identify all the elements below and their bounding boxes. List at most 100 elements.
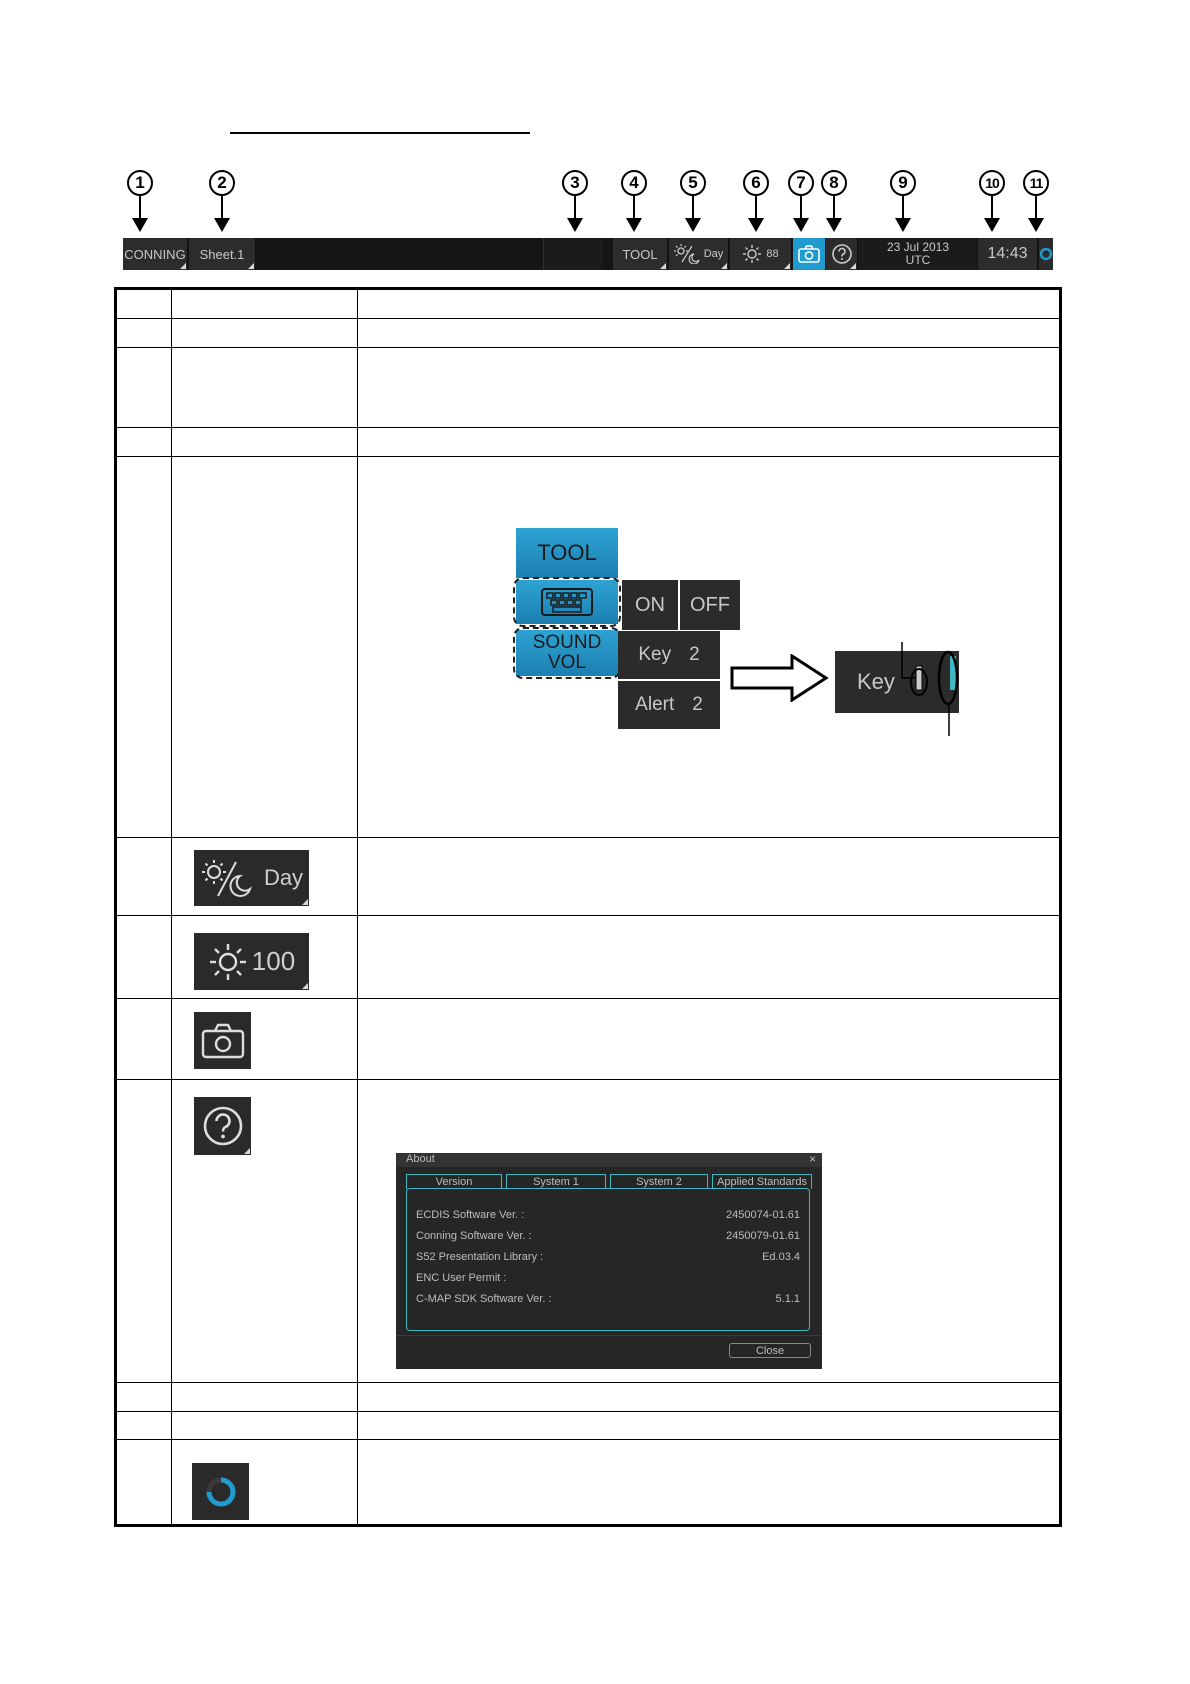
- column-divider: [357, 290, 358, 1524]
- keyboard-off-button[interactable]: OFF: [680, 580, 740, 630]
- tab-system-2[interactable]: System 2: [610, 1174, 708, 1189]
- about-dialog: About × Version System 1 System 2 Applie…: [396, 1152, 822, 1369]
- close-button[interactable]: Close: [729, 1343, 811, 1358]
- status-ring-icon: [1039, 247, 1053, 261]
- camera-thumb: [194, 1012, 251, 1069]
- column-divider: [171, 290, 172, 1524]
- brightness-button[interactable]: 88: [730, 238, 792, 270]
- sun-icon: [209, 943, 246, 980]
- thumb-brightness-value: 100: [251, 946, 296, 976]
- status-ring-button[interactable]: [1039, 238, 1053, 270]
- callout-number: 4: [621, 170, 647, 196]
- row-divider: [117, 347, 1059, 348]
- callout-number: 7: [788, 170, 814, 196]
- vol-label: VOL: [547, 652, 587, 673]
- camera-icon: [798, 245, 820, 263]
- keyboard-highlight: [513, 577, 621, 627]
- on-label: ON: [635, 593, 665, 616]
- status-ring-icon: [206, 1477, 235, 1506]
- callout-number: 3: [562, 170, 588, 196]
- title-underline: [230, 132, 530, 134]
- info-label: C-MAP SDK Software Ver. :: [416, 1293, 552, 1305]
- callout-number: 6: [743, 170, 769, 196]
- dialog-divider: [396, 1335, 822, 1336]
- callout-number: 10: [979, 170, 1005, 196]
- callout-number: 8: [821, 170, 847, 196]
- sun-moon-icon: [201, 860, 252, 897]
- alert-label: Alert: [635, 694, 675, 715]
- row-divider: [117, 1382, 1059, 1383]
- tool-menu-label: TOOL: [537, 540, 597, 565]
- description-table: [114, 287, 1062, 1527]
- row-divider: [117, 1079, 1059, 1080]
- info-label: ECDIS Software Ver. :: [416, 1209, 525, 1221]
- blank-indicator: [543, 238, 603, 270]
- key-volume-value: 2: [689, 644, 700, 665]
- right-arrow-icon: [730, 654, 829, 702]
- sheet-button[interactable]: Sheet.1: [189, 238, 256, 270]
- row-divider: [117, 915, 1059, 916]
- conning-button[interactable]: CONNING: [123, 238, 188, 270]
- help-icon: [831, 244, 852, 264]
- sound-vol-button[interactable]: SOUND VOL: [516, 630, 618, 676]
- brightness-thumb: 100: [194, 933, 309, 990]
- row-divider: [117, 1411, 1059, 1412]
- help-button[interactable]: [826, 238, 858, 270]
- about-close-x[interactable]: ×: [808, 1152, 816, 1166]
- info-value: Ed.03.4: [762, 1251, 800, 1263]
- callout-number: 11: [1023, 170, 1049, 196]
- enlarged-key-label: Key: [857, 669, 895, 694]
- sound-label: SOUND: [532, 632, 602, 653]
- camera-icon: [201, 1023, 244, 1058]
- help-icon: [203, 1106, 242, 1146]
- alert-volume-value: 2: [692, 694, 703, 715]
- timezone-label: UTC: [905, 253, 931, 267]
- about-title: About: [406, 1153, 435, 1165]
- day-night-button[interactable]: Day: [669, 238, 729, 270]
- keyboard-button[interactable]: [516, 580, 618, 624]
- key-label: Key: [638, 644, 672, 665]
- row-divider: [117, 998, 1059, 999]
- keyboard-on-button[interactable]: ON: [622, 580, 678, 630]
- keyboard-icon: [541, 588, 593, 616]
- info-label: Conning Software Ver. :: [416, 1230, 532, 1242]
- conning-label: CONNING: [124, 246, 186, 262]
- sun-icon: [743, 245, 762, 263]
- sheet-label: Sheet.1: [199, 246, 245, 262]
- tool-menu-button[interactable]: TOOL: [516, 528, 618, 578]
- status-ring-thumb: [192, 1463, 249, 1520]
- row-divider: [117, 456, 1059, 457]
- tool-button[interactable]: TOOL: [613, 238, 668, 270]
- info-value: 2450074-01.61: [725, 1209, 800, 1221]
- info-value: 2450079-01.61: [725, 1230, 800, 1242]
- screenshot-button[interactable]: [793, 238, 825, 270]
- volume-bar-callout: [901, 642, 959, 736]
- alert-volume-button[interactable]: Alert 2: [618, 681, 720, 729]
- info-value: 5.1.1: [775, 1293, 800, 1305]
- info-row: C-MAP SDK Software Ver. : 5.1.1: [416, 1293, 800, 1305]
- off-label: OFF: [690, 593, 730, 616]
- sound-vol-highlight: [513, 627, 621, 679]
- day-label: Day: [703, 248, 724, 260]
- thumb-day-label: Day: [263, 865, 304, 890]
- callout-number: 5: [680, 170, 706, 196]
- info-row: Conning Software Ver. : 2450079-01.61: [416, 1230, 800, 1242]
- info-row: S52 Presentation Library :Ed.03.4: [416, 1251, 800, 1263]
- row-divider: [117, 837, 1059, 838]
- tool-label: TOOL: [622, 246, 658, 262]
- callout-number: 2: [209, 170, 235, 196]
- info-row: ECDIS Software Ver. : 2450074-01.61: [416, 1209, 800, 1221]
- version-panel: [406, 1188, 810, 1331]
- sun-moon-icon: [673, 244, 700, 264]
- brightness-value: 88: [766, 248, 779, 260]
- tab-applied-standards[interactable]: Applied Standards: [712, 1174, 812, 1189]
- tab-version[interactable]: Version: [406, 1174, 502, 1189]
- time-display: 14:43: [978, 238, 1038, 270]
- day-night-thumb: Day: [194, 850, 309, 906]
- date-value: 23 Jul 2013: [886, 240, 950, 254]
- key-volume-button[interactable]: Key 2: [618, 631, 720, 679]
- tab-system-1[interactable]: System 1: [506, 1174, 606, 1189]
- about-titlebar: About ×: [396, 1152, 822, 1167]
- row-divider: [117, 318, 1059, 319]
- status-bar: CONNING Sheet.1 TOOL Day 88 23: [123, 238, 1053, 270]
